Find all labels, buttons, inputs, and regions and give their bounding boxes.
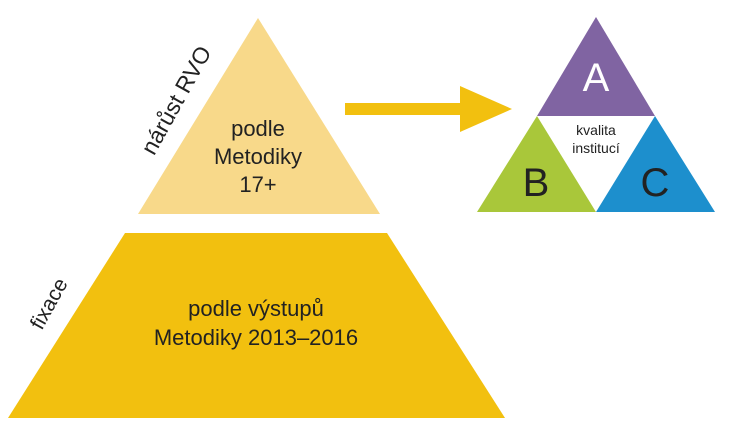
segment-b xyxy=(477,116,596,212)
top-pyramid xyxy=(138,18,380,214)
arrow-right-icon xyxy=(345,86,512,132)
bottom-trapezoid xyxy=(8,233,505,418)
top-pyramid-line-1: podle xyxy=(231,116,285,141)
segment-a xyxy=(537,17,655,116)
top-pyramid-line-2: Metodiky xyxy=(214,144,302,169)
bottom-trapezoid-line-2: Metodiky 2013–2016 xyxy=(154,325,358,350)
segment-c xyxy=(596,116,715,212)
segment-b-label: B xyxy=(523,161,550,205)
segment-center xyxy=(537,116,655,212)
quality-triangle: A B C kvalita institucí xyxy=(477,17,715,212)
segment-a-label: A xyxy=(583,56,610,100)
quality-center-line-1: kvalita xyxy=(576,122,616,138)
quality-center-line-2: institucí xyxy=(572,140,620,156)
bottom-trapezoid-line-1: podle výstupů xyxy=(188,296,324,321)
top-pyramid-line-3: 17+ xyxy=(239,172,276,197)
segment-c-label: C xyxy=(641,161,670,205)
bottom-trapezoid-side-label: fixace xyxy=(26,274,73,333)
